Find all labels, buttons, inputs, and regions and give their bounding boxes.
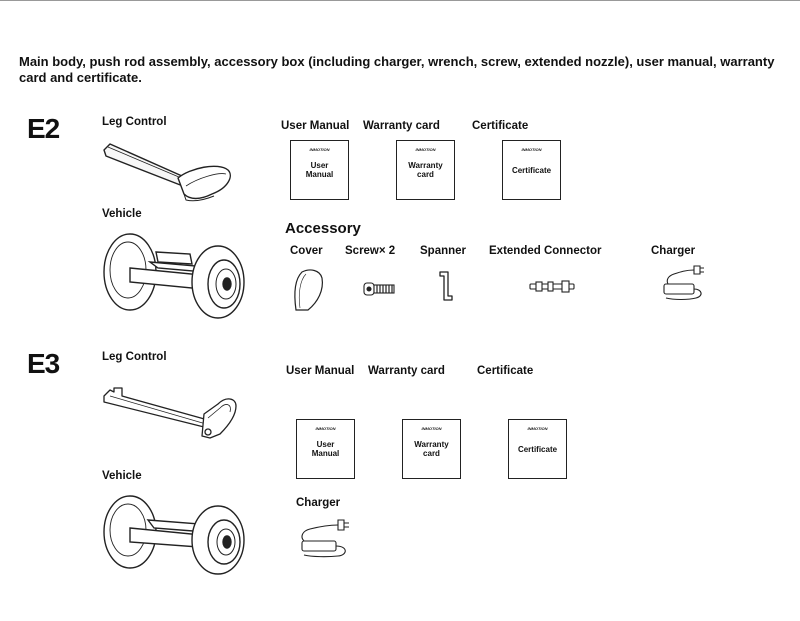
e3-user-manual-heading: User Manual [286,365,355,377]
brand-logo: INMOTION [415,147,436,152]
e3-certificate-text: Certificate [517,444,558,454]
e3-vehicle-illustration [103,495,245,575]
e2-charger-label: Charger [651,245,696,257]
e3-certificate-heading: Certificate [477,365,534,377]
package-contents-text: Main body, push rod assembly, accessory … [19,54,775,85]
e2-extended-connector-label: Extended Connector [489,245,602,257]
screw-illustration [363,282,395,296]
e2-cover-label: Cover [290,245,323,257]
e3-user-manual-text: User Manual [311,440,340,458]
e3-leg-control-label: Leg Control [102,351,167,363]
brand-logo: INMOTION [309,147,330,152]
extended-connector-illustration [529,280,575,293]
e3-leg-control-illustration [103,387,237,439]
brand-logo: INMOTION [521,147,542,152]
e2-vehicle-illustration [103,233,245,319]
cover-illustration [294,269,323,311]
e2-certificate-document: INMOTION Certificate [502,140,561,200]
model-e3-heading: E3 [27,348,60,379]
e2-charger-illustration [663,265,704,301]
e2-user-manual-text: User Manual [305,161,334,179]
e3-warranty-card-document: INMOTION Warranty card [402,419,461,479]
e2-warranty-card-document: INMOTION Warranty card [396,140,455,200]
e2-leg-control-illustration [103,143,231,202]
top-border [0,0,800,1]
e3-warranty-card-text: Warranty card [414,440,449,458]
model-e2-heading: E2 [27,113,60,144]
e2-certificate-text: Certificate [511,165,552,175]
e3-vehicle-label: Vehicle [102,470,142,482]
e2-accessory-heading: Accessory [285,220,361,237]
e2-certificate-heading: Certificate [472,120,529,132]
e3-warranty-card-heading: Warranty card [368,365,445,377]
e2-vehicle-label: Vehicle [102,208,142,220]
e2-leg-control-label: Leg Control [102,116,167,128]
brand-logo: INMOTION [527,426,548,431]
e2-user-manual-document: INMOTION User Manual [290,140,349,200]
e3-user-manual-document: INMOTION User Manual [296,419,355,479]
e3-charger-illustration [301,519,349,558]
e2-spanner-label: Spanner [420,245,467,257]
e2-warranty-card-heading: Warranty card [363,120,440,132]
brand-logo: INMOTION [315,426,336,431]
e3-charger-label: Charger [296,497,341,509]
e2-screw-label: Screw× 2 [345,245,396,257]
brand-logo: INMOTION [421,426,442,431]
e3-certificate-document: INMOTION Certificate [508,419,567,479]
spanner-illustration [439,271,453,301]
e2-warranty-card-text: Warranty card [408,161,443,179]
e2-user-manual-heading: User Manual [281,120,350,132]
